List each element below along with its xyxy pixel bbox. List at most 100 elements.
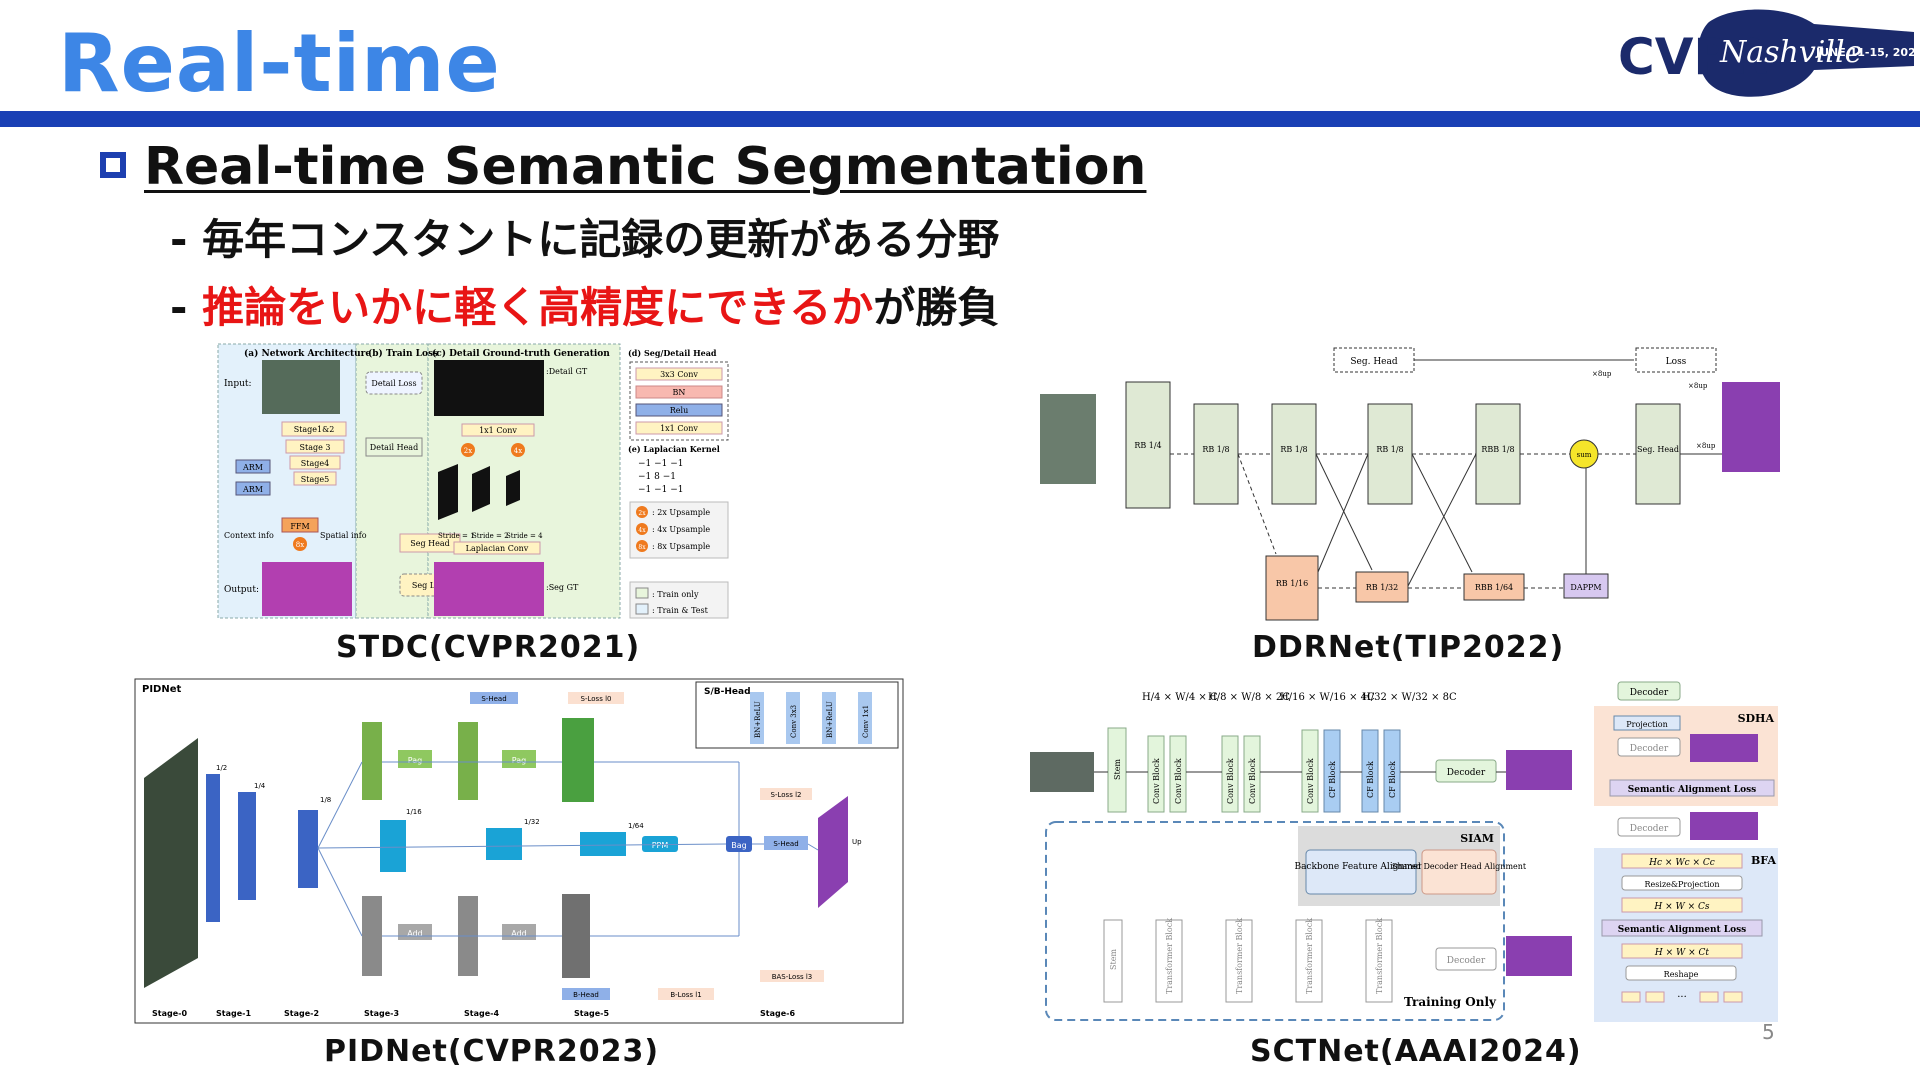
pid-bas-loss: BAS-Loss l3 — [772, 973, 813, 981]
sct-input-image — [1030, 752, 1094, 792]
ddr-seg-head-top: Seg. Head — [1350, 357, 1398, 367]
pid-bnrelu-1: BN+ReLU — [754, 701, 762, 738]
stdc-legend-4x: 4x — [638, 527, 646, 534]
bullet-text: 毎年コンスタントに記録の更新がある分野 — [202, 215, 1000, 264]
stdc-4x-up: 4x — [514, 447, 522, 455]
pid-b-head: B-Head — [573, 991, 599, 999]
figure-ddrnet: Seg. Head Loss ×8up ×8up ×8up RB 1/4 RB … — [1036, 342, 1786, 622]
sct-dots: ··· — [1677, 992, 1687, 1003]
pid-pag-1: Pag — [408, 756, 422, 765]
cvpr-nashville-logo: CVPR Nashville JUNE 11-15, 2025 — [1618, 9, 1914, 97]
stdc-arm-1: ARM — [242, 463, 263, 472]
sct-training-only: Training Only — [1404, 995, 1497, 1009]
bullet-highlight: 推論をいかに軽く高精度にできるか — [202, 283, 874, 332]
sct-output-top — [1506, 750, 1572, 790]
sct-cf-block-3: CF Block — [1388, 761, 1397, 798]
pid-ratio-132: 1/32 — [524, 818, 540, 826]
ddr-rb18c: RB 1/8 — [1376, 445, 1403, 454]
stdc-stride2: Stride = 2 — [472, 532, 509, 540]
ddr-8up-a: ×8up — [1592, 370, 1612, 378]
bullet-dash: - — [170, 283, 188, 332]
bullet-dash: - — [170, 215, 188, 264]
pid-bag: Bag — [731, 841, 746, 850]
sct-sem-align-loss-2: Semantic Alignment Loss — [1618, 925, 1747, 935]
sct-decoder-top: Decoder — [1447, 768, 1486, 778]
stdc-legend-2x-text: : 2x Upsample — [652, 508, 710, 517]
pid-sb-head: S/B-Head — [704, 687, 751, 697]
sct-output-bottom — [1506, 936, 1572, 976]
stdc-c-1x1conv: 1x1 Conv — [479, 426, 517, 435]
sct-stem-bottom: Stem — [1109, 949, 1118, 970]
stdc-legend-2x: 2x — [638, 510, 646, 517]
caption-ddrnet: DDRNet(TIP2022) — [1252, 630, 1565, 665]
pid-add-1: Add — [407, 929, 423, 938]
sct-conv-block-3: Conv Block — [1226, 758, 1235, 804]
caption-stdc: STDC(CVPR2021) — [336, 630, 641, 665]
sct-hwc-top: Hc × Wc × Cc — [1648, 858, 1715, 868]
sct-transformer-1: Transformer Block — [1165, 918, 1174, 994]
sct-decoder-right-3: Decoder — [1630, 824, 1669, 834]
pid-stage-2: Stage-2 — [284, 1009, 319, 1018]
stdc-train-test: : Train & Test — [652, 606, 709, 615]
bullet-text: が勝負 — [873, 283, 1000, 332]
sct-sdha: SDHA — [1738, 712, 1775, 725]
sct-dim2: H/8 × W/8 × 2C — [1208, 692, 1290, 703]
sct-decoder-right-1: Decoder — [1630, 688, 1669, 698]
stdc-seg-gt-image — [434, 562, 544, 616]
title-bar — [0, 111, 1920, 127]
stdc-arm-2: ARM — [242, 485, 263, 494]
sct-conv-block-1: Conv Block — [1152, 758, 1161, 804]
pid-stage-6: Stage-6 — [760, 1009, 795, 1018]
sct-hwc-mid: H × W × Cs — [1653, 902, 1710, 912]
sct-cf-block-2: CF Block — [1366, 761, 1375, 798]
sct-conv-block-5: Conv Block — [1306, 758, 1315, 804]
pid-stage-0: Stage-0 — [152, 1009, 187, 1018]
stdc-stage4: Stage4 — [301, 459, 329, 468]
sct-transformer-2: Transformer Block — [1235, 918, 1244, 994]
pid-bnrelu-2: BN+ReLU — [826, 701, 834, 738]
stdc-output-label: Output: — [224, 585, 259, 595]
pid-s-head-top: S-Head — [481, 695, 506, 703]
ddr-output-image — [1722, 382, 1780, 472]
stdc-kernel-row3: −1 −1 −1 — [638, 485, 684, 495]
sct-dim3: H/16 × W/16 × 4C — [1280, 692, 1375, 703]
stdc-stride4: Stride = 4 — [506, 532, 543, 540]
stdc-d-relu: Relu — [670, 406, 688, 415]
sct-conv-block-2: Conv Block — [1174, 758, 1183, 804]
heading-bullet-square — [100, 152, 126, 178]
pid-ratio-164: 1/64 — [628, 822, 644, 830]
ddr-8up-b: ×8up — [1688, 382, 1708, 390]
sct-bfa: BFA — [1751, 854, 1776, 867]
stdc-legend-8x-text: : 8x Upsample — [652, 542, 710, 551]
stdc-legend-8x: 8x — [638, 544, 646, 551]
ddr-dappm: DAPPM — [1570, 583, 1601, 592]
stdc-kernel-row1: −1 −1 −1 — [638, 459, 684, 469]
caption-sctnet: SCTNet(AAAI2024) — [1250, 1034, 1582, 1069]
ddr-rbb18: RBB 1/8 — [1481, 445, 1514, 454]
sct-hwc-bot: H × W × Ct — [1654, 948, 1710, 958]
stdc-train-only: : Train only — [652, 590, 699, 599]
figure-stdc: (a) Network Architecture (b) Train Loss … — [216, 342, 766, 622]
stdc-d-1x1conv: 1x1 Conv — [660, 424, 698, 433]
ddr-rb116: RB 1/16 — [1276, 579, 1308, 588]
sct-conv-block-4: Conv Block — [1248, 758, 1257, 804]
sct-reshape: Reshape — [1664, 970, 1699, 979]
figure-pidnet: PIDNet S/B-Head BN+ReLU Conv 3x3 BN+ReLU… — [134, 678, 904, 1024]
stdc-spatial-info: Spatial info — [320, 531, 367, 540]
bullet-item-1: - 毎年コンスタントに記録の更新がある分野 — [170, 212, 999, 268]
pid-stage-1: Stage-1 — [216, 1009, 251, 1018]
sct-bfa-box: Backbone Feature Alignment — [1294, 862, 1427, 872]
figure-sctnet: H/4 × W/4 × C H/8 × W/8 × 2C H/16 × W/16… — [1026, 676, 1786, 1024]
stdc-8x-up: 8x — [296, 541, 304, 549]
ddr-rb132: RB 1/32 — [1366, 583, 1398, 592]
ddr-input-image — [1040, 394, 1096, 484]
ddr-8up-c: ×8up — [1696, 442, 1716, 450]
pid-s-loss2: S-Loss l2 — [771, 791, 802, 799]
stdc-d-bn: BN — [673, 388, 686, 397]
sct-cf-block-1: CF Block — [1328, 761, 1337, 798]
pid-ratio-116: 1/16 — [406, 808, 422, 816]
stdc-ffm: FFM — [290, 522, 309, 531]
stdc-net-arch-label: (a) Network Architecture — [244, 348, 371, 359]
stdc-detail-gt-text: :Detail GT — [546, 367, 588, 376]
sct-stem-top: Stem — [1113, 759, 1122, 780]
